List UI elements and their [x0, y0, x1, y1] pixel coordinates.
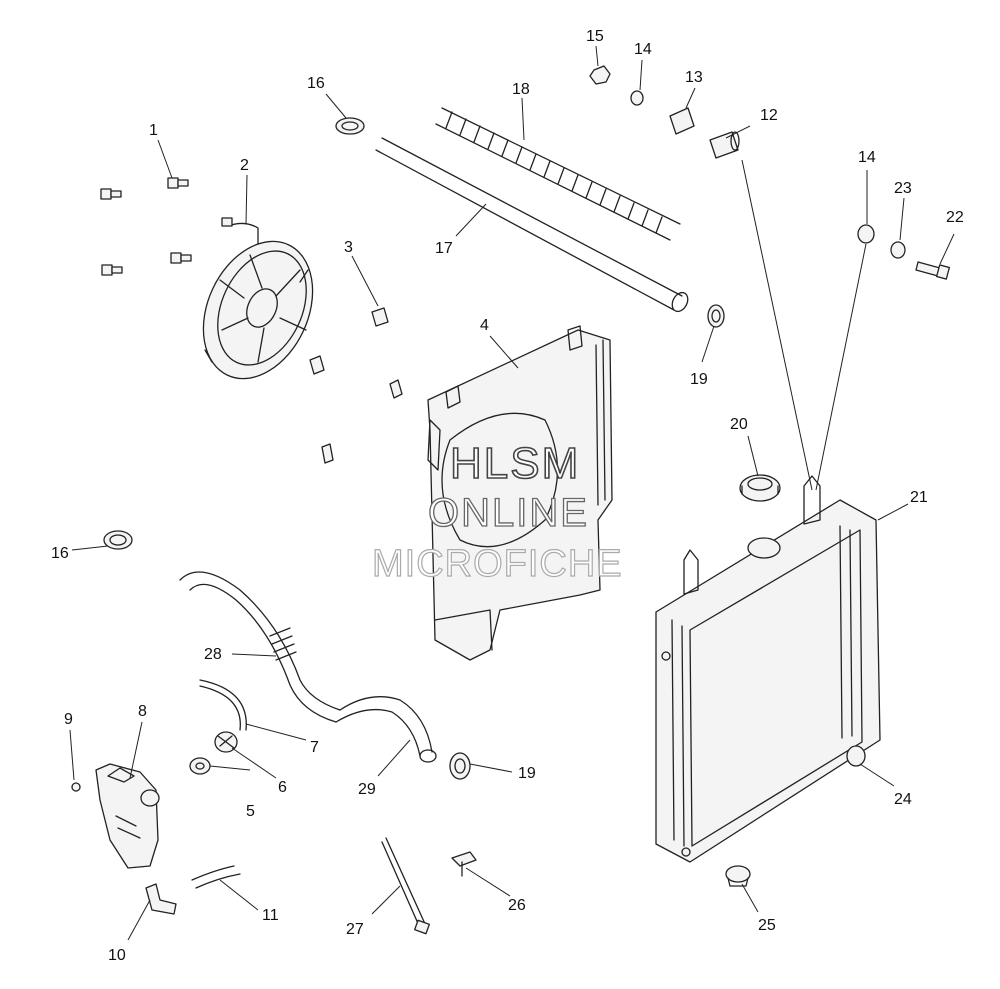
callout-label: 11: [262, 907, 279, 924]
washer-part-23: [890, 241, 906, 259]
screw-part-9: [71, 782, 81, 792]
overflow-tube-part-7: [199, 679, 247, 731]
clip-nut-part-3: [309, 307, 403, 464]
callout-label: 14: [858, 149, 876, 166]
callout-label: 16: [307, 75, 325, 92]
bolt-part-1: [100, 177, 192, 276]
callout-label: 17: [435, 240, 453, 257]
lower-hose-part-28: [179, 571, 341, 723]
callout-label: 29: [358, 781, 376, 798]
coolant-reservoir-part-8: [95, 763, 160, 869]
callout-label: 6: [278, 779, 287, 796]
callout-label: 23: [894, 180, 912, 197]
fan-shroud-part-4: [427, 325, 613, 661]
callout-label: 10: [108, 947, 126, 964]
callout-label: 19: [690, 371, 708, 388]
nut-part-15: [589, 65, 611, 85]
callout-label: 22: [946, 209, 964, 226]
callout-label: 25: [758, 917, 776, 934]
hose-clamp-part-16: [103, 117, 365, 550]
push-clip-part-26: [451, 851, 477, 877]
callout-labels: 1 2 3 4 5 6 7 8 9 10 11 12 13 14 14 15 1…: [51, 28, 964, 964]
callout-label: 3: [344, 239, 353, 256]
callout-label: 1: [149, 122, 158, 139]
callout-label: 7: [310, 739, 319, 756]
callout-label: 9: [64, 711, 73, 728]
callout-label: 16: [51, 545, 69, 562]
callout-label: 21: [910, 489, 928, 506]
callout-label: 19: [518, 765, 536, 782]
washer-part-5: [189, 757, 211, 775]
spacer-part-12: [709, 131, 740, 159]
watermark-line-1: HLSM: [450, 439, 580, 488]
callout-label: 5: [246, 803, 255, 820]
upper-hose-part-29: [335, 696, 437, 763]
fitting-part-6: [214, 731, 238, 753]
callout-label: 20: [730, 416, 748, 433]
callout-label: 15: [586, 28, 604, 45]
callout-label: 26: [508, 897, 526, 914]
radiator-part-21: [655, 475, 881, 863]
radiator-cap-part-20: [739, 474, 781, 502]
callout-label: 28: [204, 646, 222, 663]
watermark-line-3: MICROFICHE: [372, 543, 623, 585]
hose-clamp-part-19: [449, 304, 725, 780]
fan-assembly-part-2: [202, 217, 314, 380]
callout-label: 14: [634, 41, 652, 58]
cable-tie-part-27: [381, 837, 430, 935]
hose-part-11: [191, 865, 241, 889]
flex-hose-part-18: [435, 107, 681, 241]
callout-label: 2: [240, 157, 249, 174]
callout-label: 13: [685, 69, 703, 86]
tube-part-17: [375, 137, 689, 313]
callout-label: 24: [894, 791, 912, 808]
callout-label: 18: [512, 81, 530, 98]
bolt-part-22: [915, 261, 951, 280]
grommet-part-25: [725, 865, 751, 887]
washer-part-14: [630, 90, 875, 244]
elbow-fitting-part-10: [145, 883, 177, 915]
drain-part-24: [846, 745, 866, 767]
watermark: HLSM ONLINE MICROFICHE: [371, 438, 623, 585]
callout-label: 27: [346, 921, 364, 938]
callout-label: 12: [760, 107, 778, 124]
grommet-part-13: [669, 107, 695, 135]
watermark-line-2: ONLINE: [428, 491, 589, 535]
callout-label: 4: [480, 317, 489, 334]
callout-label: 8: [138, 703, 147, 720]
leader-lines: [69, 45, 955, 941]
